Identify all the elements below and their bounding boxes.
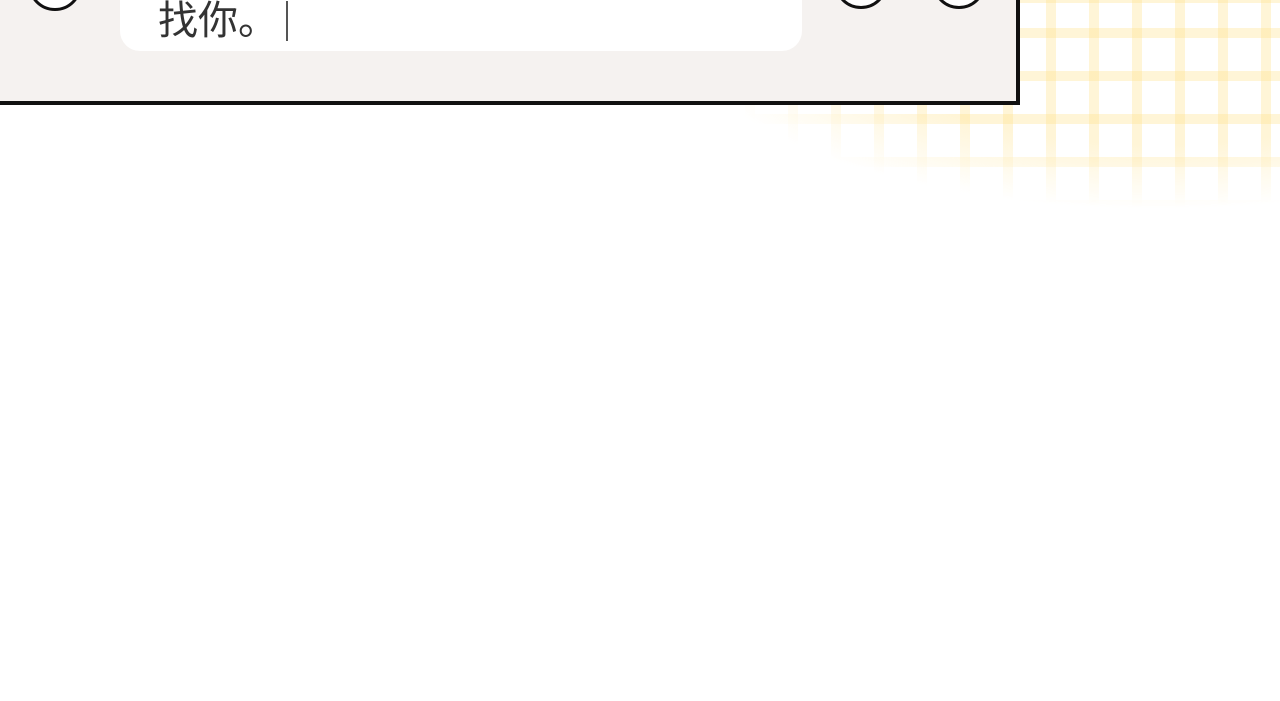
chat-input-panel: 找你。	[0, 0, 1020, 105]
message-text: 找你。	[158, 0, 278, 44]
message-input-text: 找你。	[158, 0, 288, 43]
left-circle-button[interactable]	[28, 0, 82, 11]
message-input[interactable]: 找你。	[120, 0, 802, 51]
right-circle-button-2[interactable]	[932, 0, 986, 9]
text-caret	[286, 1, 288, 41]
right-circle-button-1[interactable]	[834, 0, 888, 9]
